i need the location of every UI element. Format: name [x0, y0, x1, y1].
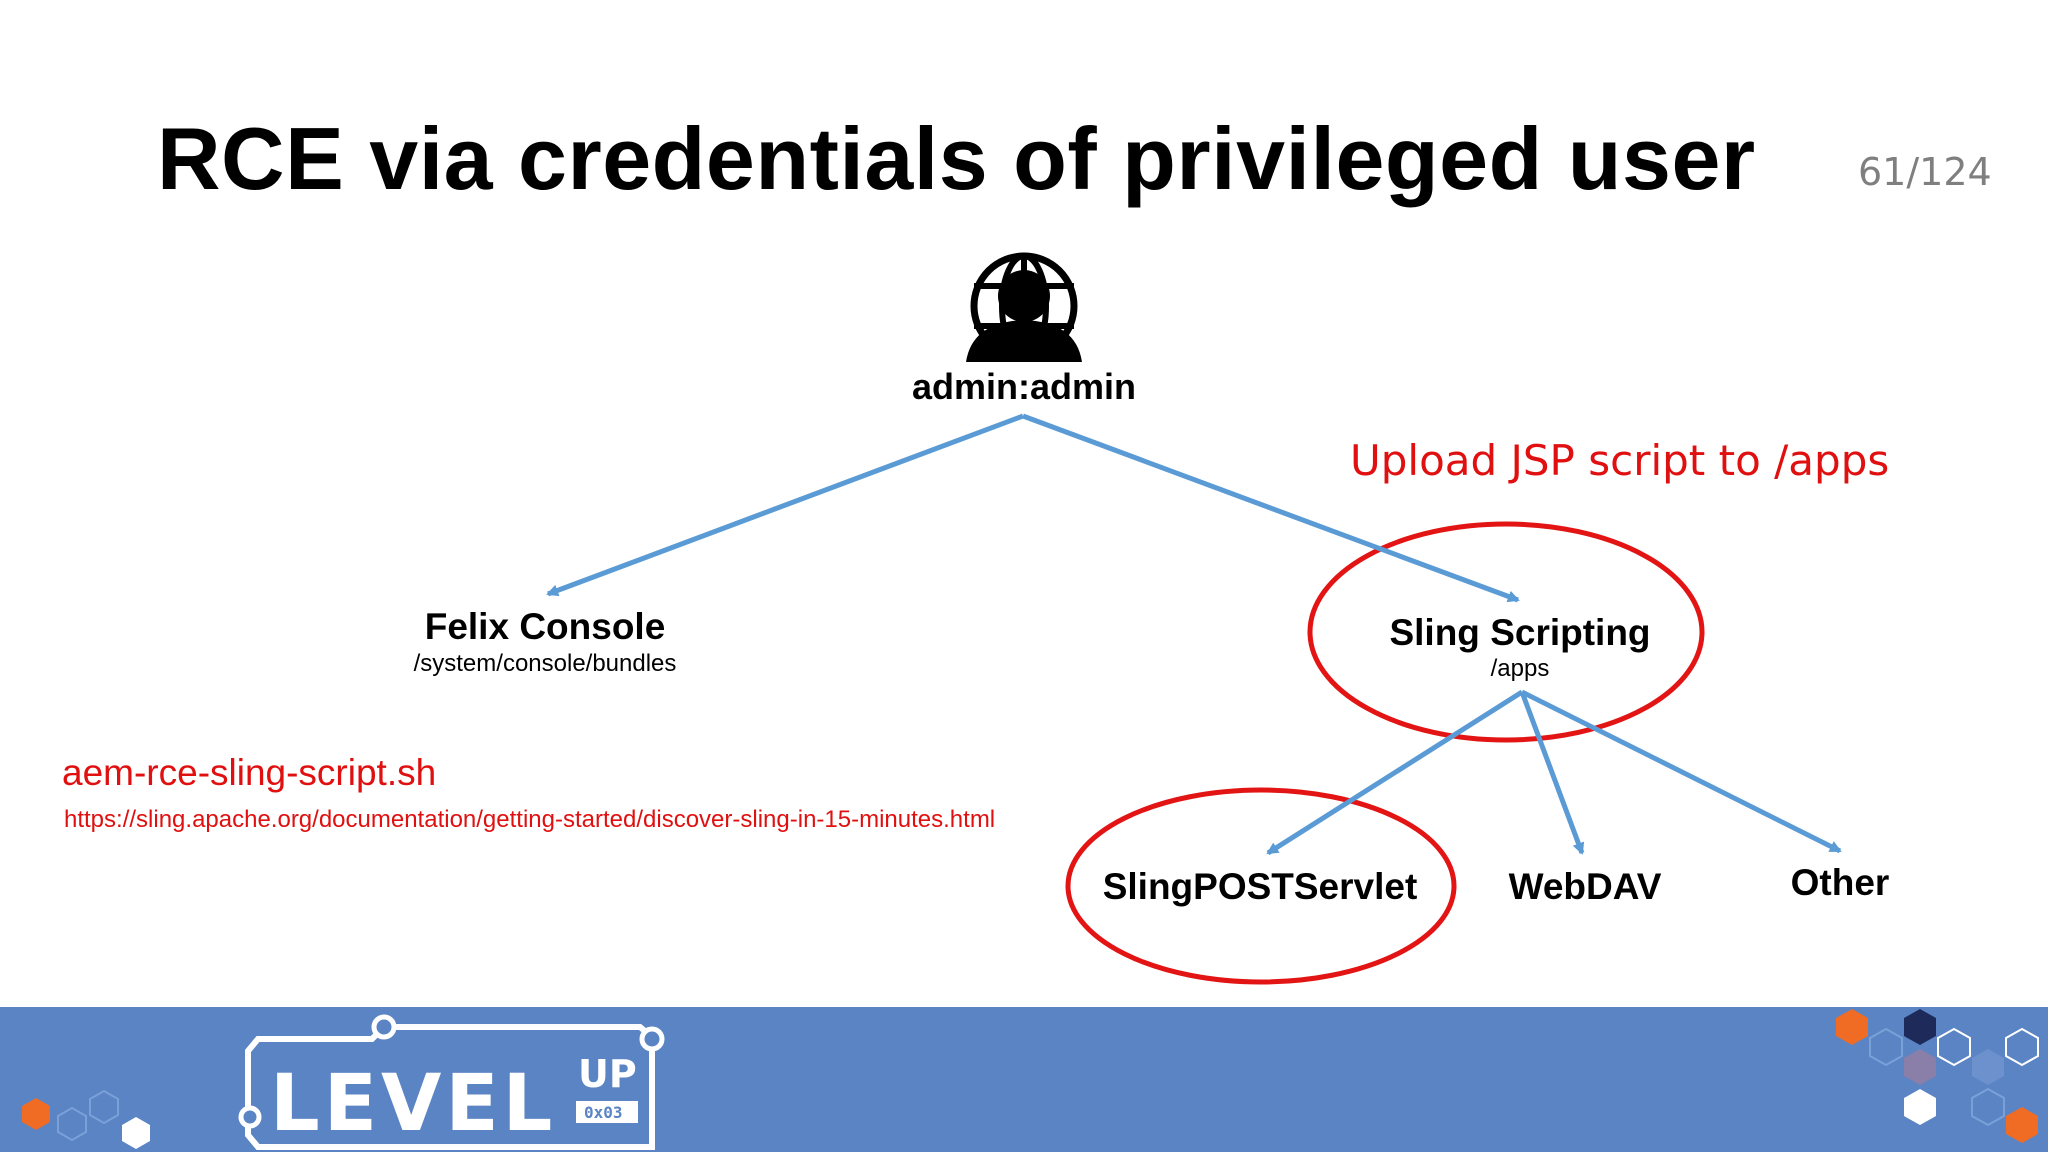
arrow-sling-to-other	[1520, 689, 1842, 854]
page-number: 61/124	[1858, 150, 1992, 194]
footer-graphics: LEVEL UP 0x03	[22, 1009, 2039, 1150]
left-hexagon-decor	[22, 1089, 150, 1149]
arrow-root-to-sling	[1022, 413, 1520, 603]
arrow-sling-to-postservlet	[1266, 689, 1524, 856]
arrow-root-to-felix	[546, 413, 1024, 597]
sling-scripting-path: /apps	[1490, 655, 1550, 682]
logo-tag: 0x03	[584, 1103, 623, 1122]
sling-highlight-ellipse	[1307, 521, 1705, 743]
logo-superscript: UP	[578, 1052, 637, 1096]
root-node-label: admin:admin	[911, 366, 1136, 407]
other-label: Other	[1790, 862, 1890, 903]
postservlet-highlight-ellipse	[1065, 787, 1457, 985]
arrow-sling-to-webdav	[1519, 691, 1585, 855]
footer-bar: LEVEL UP 0x03	[0, 1007, 2048, 1152]
diagram-connectors	[546, 252, 1842, 985]
upload-note: Upload JSP script to /apps	[1350, 436, 1890, 485]
script-name: aem-rce-sling-script.sh	[62, 752, 437, 793]
logo-text: LEVEL	[270, 1059, 556, 1149]
felix-console-path: /system/console/bundles	[413, 650, 677, 677]
slingpostservlet-label: SlingPOSTServlet	[1102, 866, 1418, 907]
slide-title: RCE via credentials of privileged user	[157, 109, 1756, 208]
globe-user-icon	[966, 252, 1082, 362]
right-hexagon-decor	[1836, 1009, 2039, 1143]
felix-console-label: Felix Console	[424, 606, 666, 647]
reference-url[interactable]: https://sling.apache.org/documentation/g…	[64, 806, 996, 833]
slide: RCE via credentials of privileged user 6…	[62, 109, 1992, 985]
webdav-label: WebDAV	[1508, 866, 1662, 907]
sling-scripting-label: Sling Scripting	[1389, 612, 1651, 653]
levelup-logo: LEVEL UP 0x03	[238, 1014, 665, 1150]
